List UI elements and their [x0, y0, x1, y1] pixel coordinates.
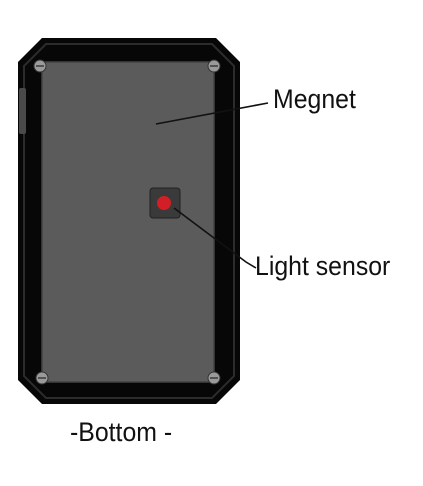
light-sensor-icon [157, 196, 171, 210]
screw-top-left-icon [33, 59, 47, 73]
device-panel-edge [41, 61, 215, 383]
device-panel [42, 62, 214, 382]
magnet-label: Megnet [273, 84, 356, 114]
screw-top-right-icon [207, 59, 221, 73]
light-sensor-label: Light sensor [255, 251, 391, 281]
light-sensor-leader-line [173, 207, 257, 269]
magnet-leader-line [155, 102, 269, 125]
device-case-bevel [23, 43, 235, 399]
side-button [19, 88, 26, 134]
bottom-caption: -Bottom - [70, 417, 173, 447]
screw-bottom-right-icon [207, 371, 221, 385]
screw-bottom-left-icon [35, 371, 49, 385]
